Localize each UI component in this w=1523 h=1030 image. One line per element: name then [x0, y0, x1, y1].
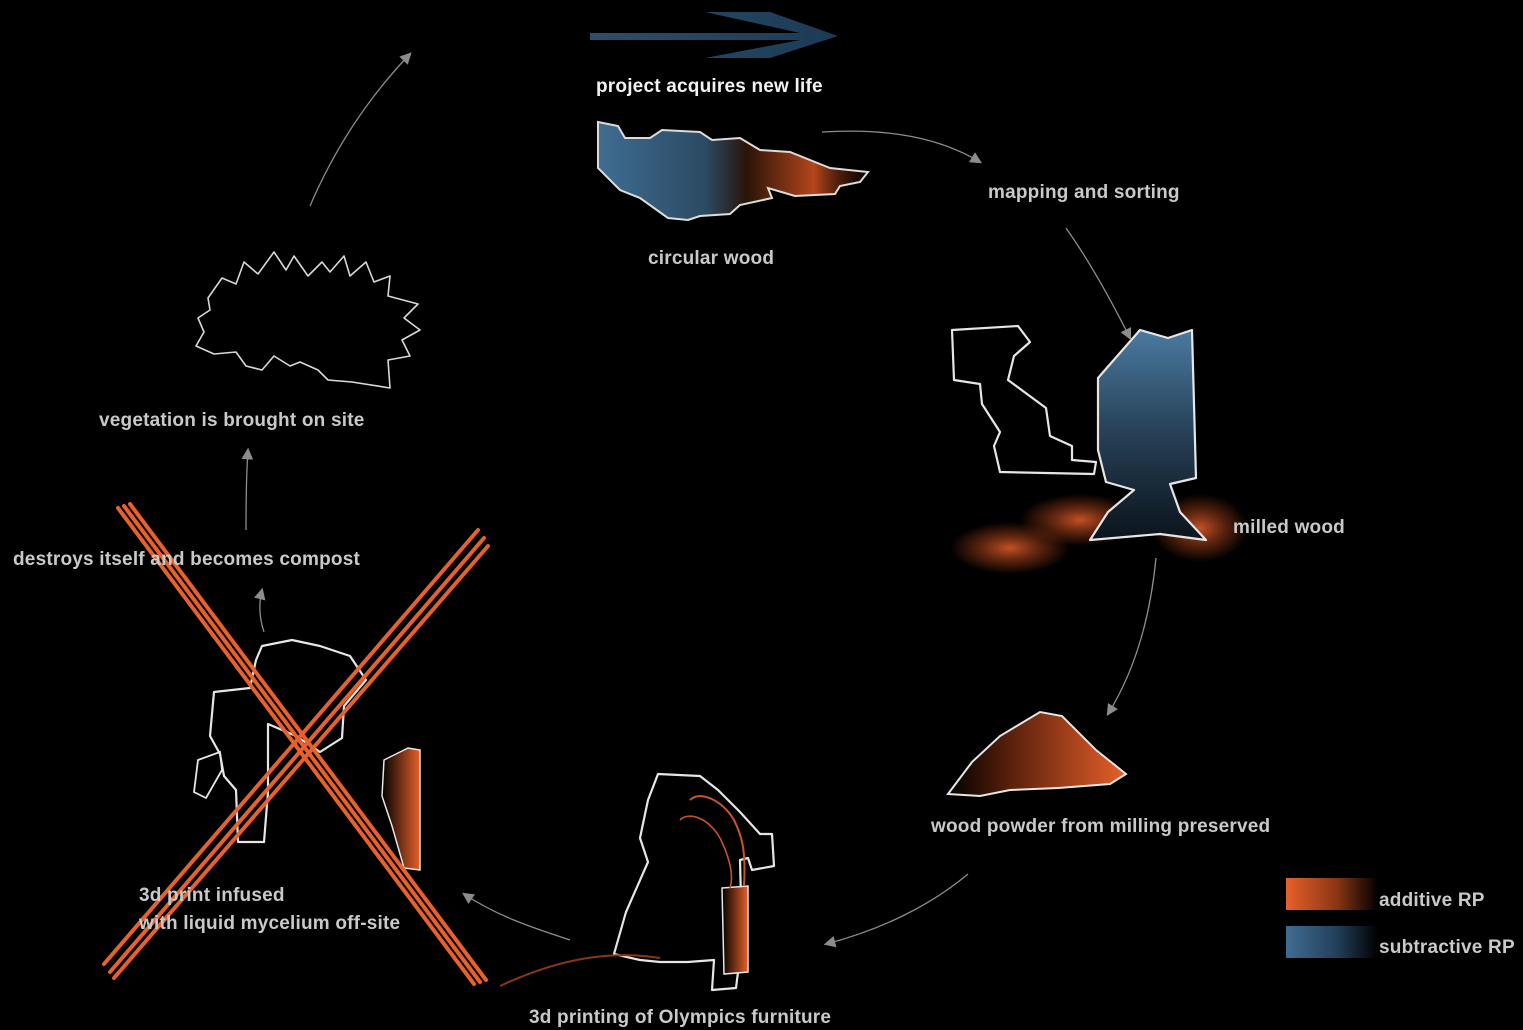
label-circular-wood: circular wood: [648, 248, 774, 270]
arrow-to-printing: [826, 874, 968, 944]
arrow-to-mycelium: [464, 894, 570, 940]
legend-swatch-subtractive: [1286, 926, 1378, 958]
label-compost: destroys itself and becomes compost: [13, 549, 360, 571]
legend-label-subtractive: subtractive RP: [1379, 937, 1515, 959]
label-mycelium: 3d print infused with liquid mycelium of…: [139, 882, 400, 938]
label-powder: wood powder from milling preserved: [931, 816, 1270, 838]
arrow-to-compost: [260, 590, 264, 632]
wood-powder-pile: [948, 712, 1126, 796]
label-mapping: mapping and sorting: [988, 182, 1180, 204]
arrow-to-powder: [1108, 558, 1156, 714]
label-milled: milled wood: [1233, 517, 1345, 539]
label-printing: 3d printing of Olympics furniture: [529, 1007, 831, 1029]
arrow-to-new-life: [310, 54, 410, 206]
printing-robot: [500, 774, 774, 990]
label-new-life: project acquires new life: [596, 76, 823, 98]
arrow-to-milled: [1066, 228, 1130, 338]
label-vegetation: vegetation is brought on site: [99, 410, 364, 432]
legend-swatch-additive: [1286, 878, 1378, 910]
milled-wood-shape: [950, 326, 1248, 574]
circular-wood-shape: [598, 122, 868, 220]
arrow-to-mapping: [822, 131, 980, 162]
vegetation-shape: [196, 252, 420, 388]
legend-label-additive: additive RP: [1379, 890, 1485, 912]
arrow-to-vegetation: [246, 450, 248, 530]
new-life-arrow: [590, 12, 838, 58]
